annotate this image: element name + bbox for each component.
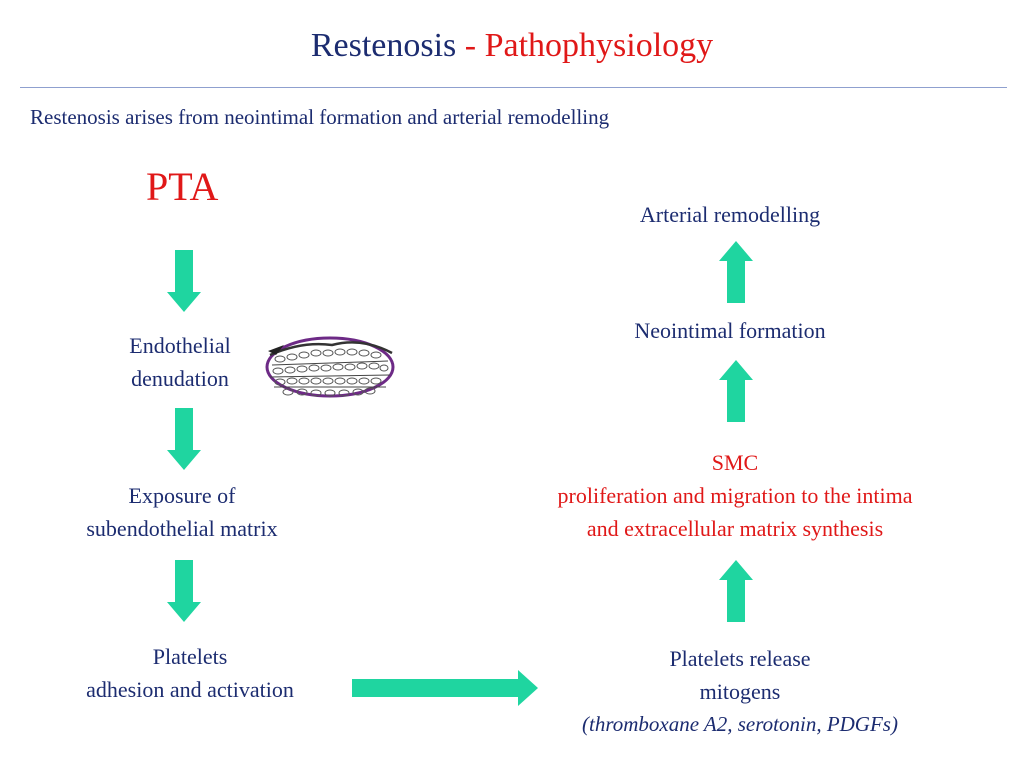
arrow-up-icon bbox=[719, 241, 753, 303]
node-platelets-adhesion: Platelets adhesion and activation bbox=[40, 640, 340, 706]
title-separator: - bbox=[456, 27, 485, 64]
node-line: SMC bbox=[711, 450, 759, 475]
node-line: and extracellular matrix synthesis bbox=[586, 516, 884, 541]
node-smc: SMC proliferation and migration to the i… bbox=[480, 446, 990, 545]
node-note: (thromboxane A2, serotonin, PDGFs) bbox=[582, 712, 898, 736]
node-endothelial-denudation: Endothelial denudation bbox=[95, 329, 265, 395]
node-line: Platelets release bbox=[669, 646, 811, 671]
node-arterial-remodelling: Arterial remodelling bbox=[639, 202, 821, 227]
title-main: Restenosis bbox=[310, 27, 457, 64]
arrow-up-icon bbox=[719, 360, 753, 422]
arrow-down-icon bbox=[167, 408, 201, 470]
arrow-up-icon bbox=[719, 560, 753, 622]
subtitle: Restenosis arises from neointimal format… bbox=[30, 105, 610, 129]
title-topic: Pathophysiology bbox=[484, 27, 714, 64]
node-platelets-release: Platelets release mitogens (thromboxane … bbox=[560, 642, 920, 741]
node-line: mitogens bbox=[699, 679, 781, 704]
node-line: adhesion and activation bbox=[86, 677, 294, 702]
node-line: denudation bbox=[131, 366, 229, 391]
node-exposure-subendothelial-matrix: Exposure of subendothelial matrix bbox=[32, 479, 332, 545]
node-line: Platelets bbox=[152, 644, 228, 669]
endothelium-illustration bbox=[262, 331, 398, 406]
node-line: subendothelial matrix bbox=[86, 516, 278, 541]
node-neointimal-formation: Neointimal formation bbox=[634, 318, 826, 343]
arrow-right-icon bbox=[352, 670, 538, 706]
title-divider bbox=[20, 87, 1007, 88]
node-pta: PTA bbox=[146, 164, 219, 209]
arrow-down-icon bbox=[167, 250, 201, 312]
page-title: Restenosis - Pathophysiology bbox=[0, 26, 1024, 66]
node-line: Endothelial bbox=[129, 333, 231, 358]
node-line: proliferation and migration to the intim… bbox=[557, 483, 913, 508]
arrow-down-icon bbox=[167, 560, 201, 622]
node-line: Exposure of bbox=[128, 483, 236, 508]
